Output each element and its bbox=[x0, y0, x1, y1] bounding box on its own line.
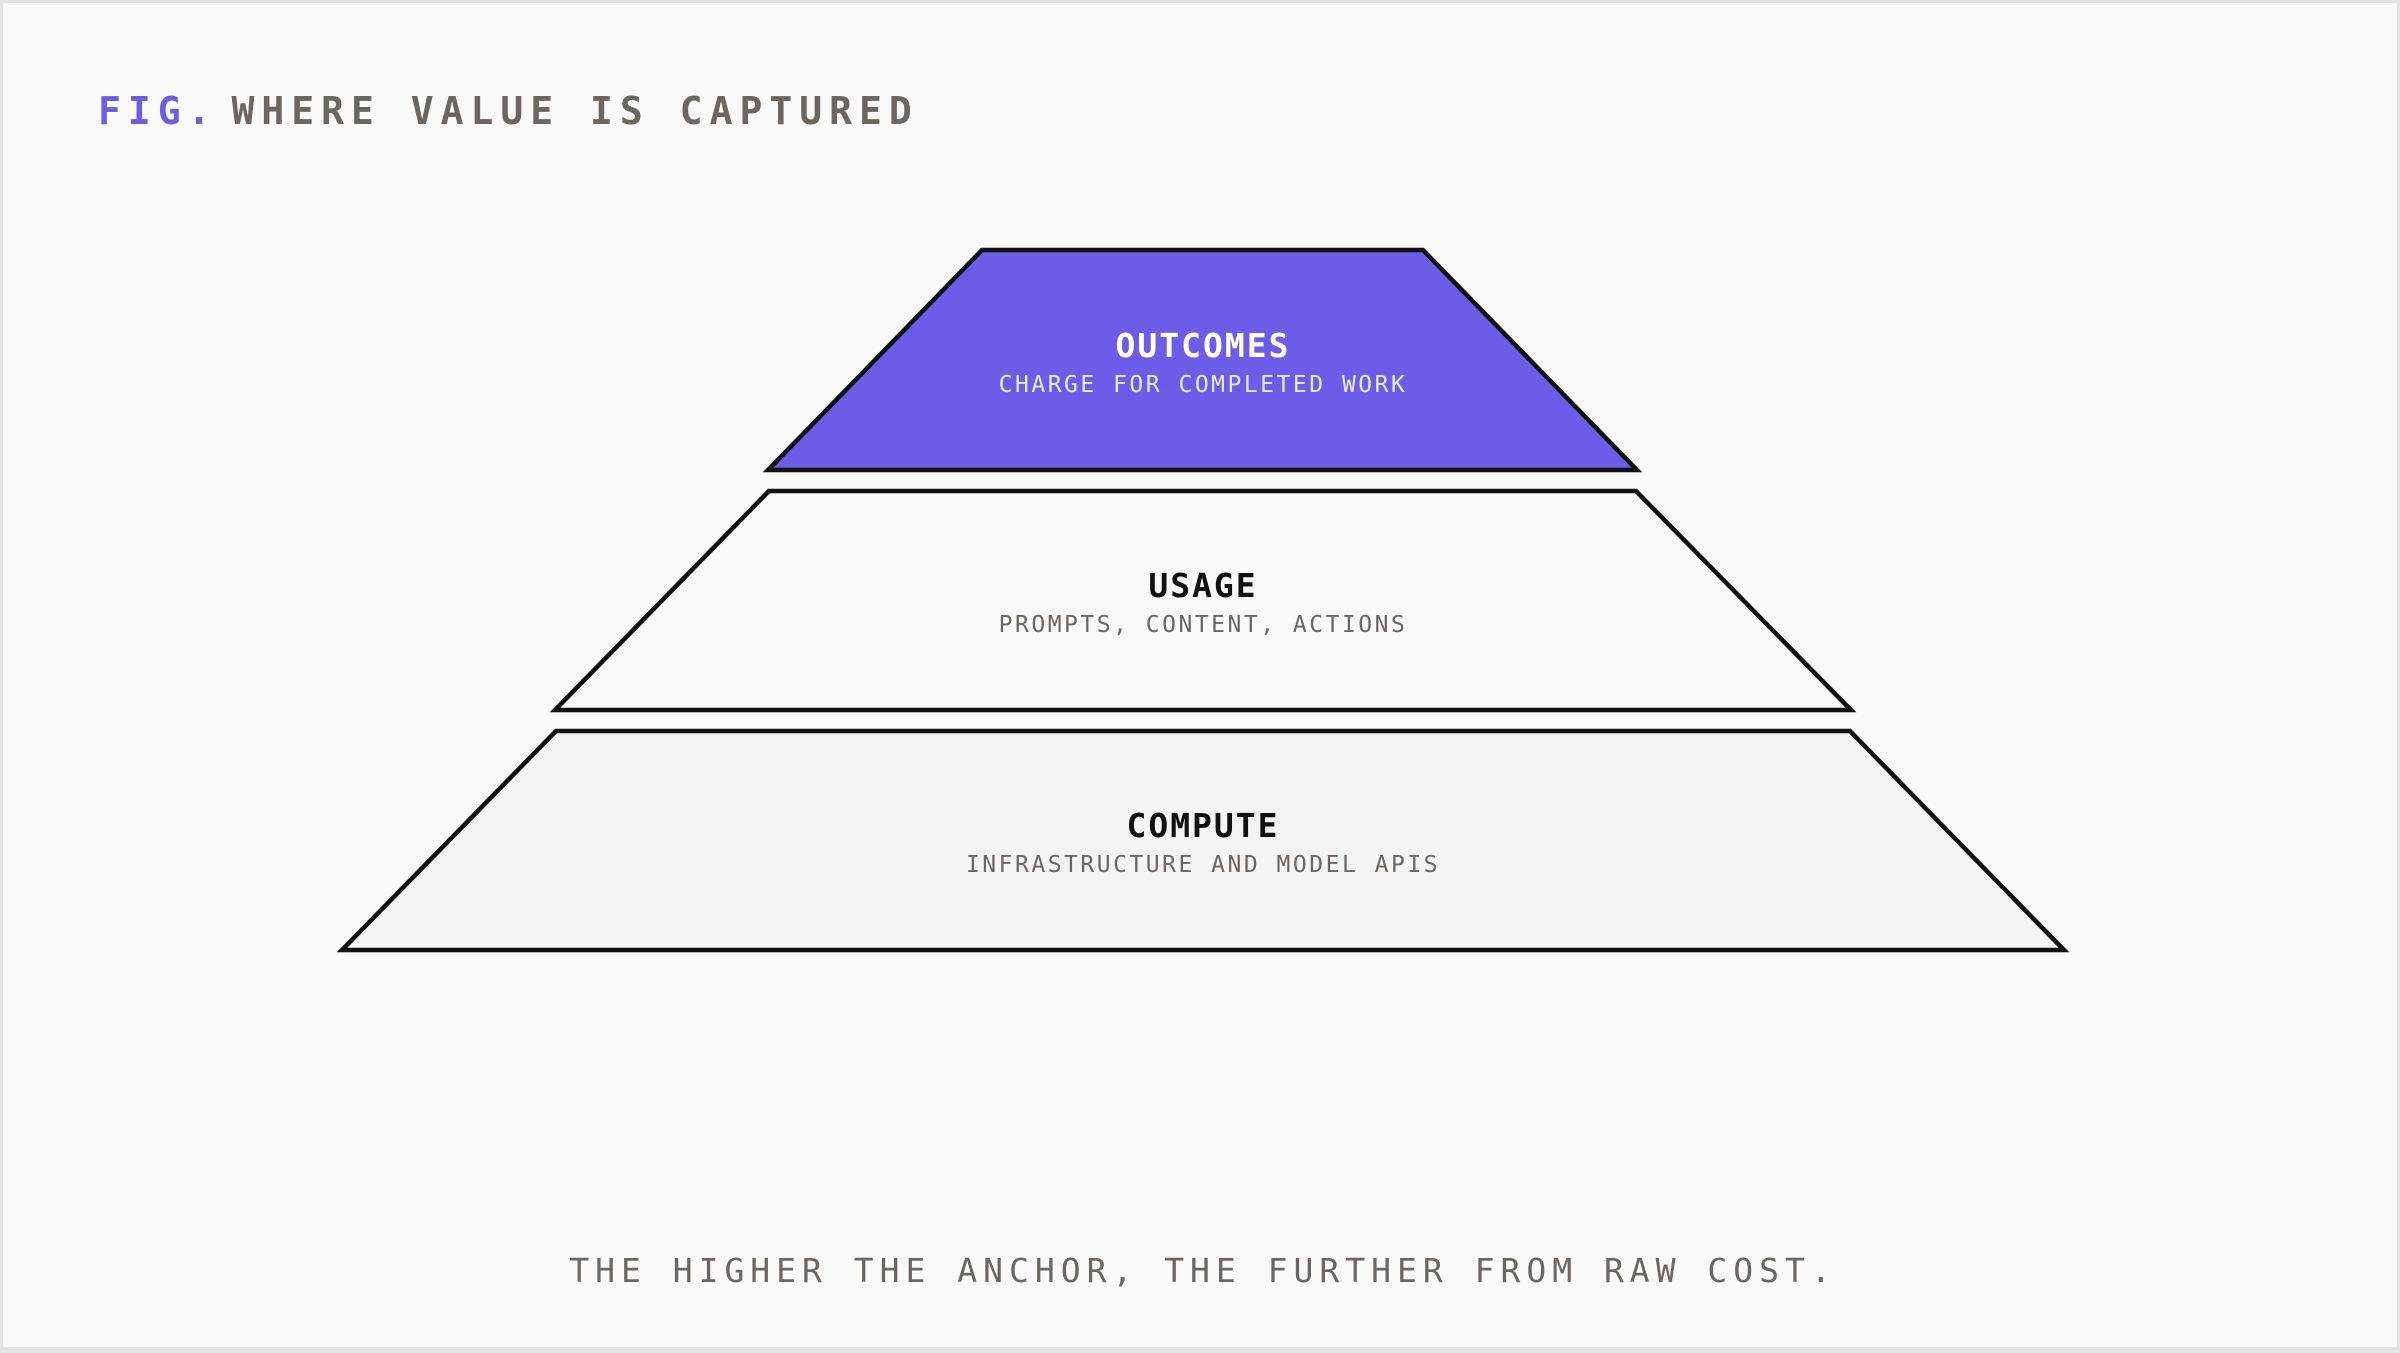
tier-outcomes-title: OUTCOMES bbox=[1116, 326, 1291, 365]
tier-outcomes-description: CHARGE FOR COMPLETED WORK bbox=[999, 372, 1408, 398]
tier-compute-description: INFRASTRUCTURE AND MODEL APIS bbox=[966, 852, 1440, 878]
value-pyramid-diagram: OUTCOMES CHARGE FOR COMPLETED WORK USAGE… bbox=[336, 247, 2070, 953]
figure-label: FIG. bbox=[98, 89, 218, 133]
figure-title: FIG. WHERE VALUE IS CAPTURED bbox=[98, 89, 919, 133]
tier-compute-shape bbox=[336, 728, 2070, 953]
tier-outcomes: OUTCOMES CHARGE FOR COMPLETED WORK bbox=[762, 247, 1643, 473]
figure-caption: THE HIGHER THE ANCHOR, THE FURTHER FROM … bbox=[569, 1251, 1837, 1290]
tier-usage-title: USAGE bbox=[1148, 566, 1257, 605]
tier-outcomes-shape bbox=[762, 247, 1643, 473]
tier-usage-description: PROMPTS, CONTENT, ACTIONS bbox=[999, 612, 1408, 638]
figure-title-text: WHERE VALUE IS CAPTURED bbox=[231, 89, 919, 133]
tier-compute-title: COMPUTE bbox=[1126, 806, 1279, 845]
tier-usage: USAGE PROMPTS, CONTENT, ACTIONS bbox=[549, 488, 1857, 713]
tier-usage-shape bbox=[549, 488, 1857, 713]
tier-compute: COMPUTE INFRASTRUCTURE AND MODEL APIS bbox=[336, 728, 2070, 953]
